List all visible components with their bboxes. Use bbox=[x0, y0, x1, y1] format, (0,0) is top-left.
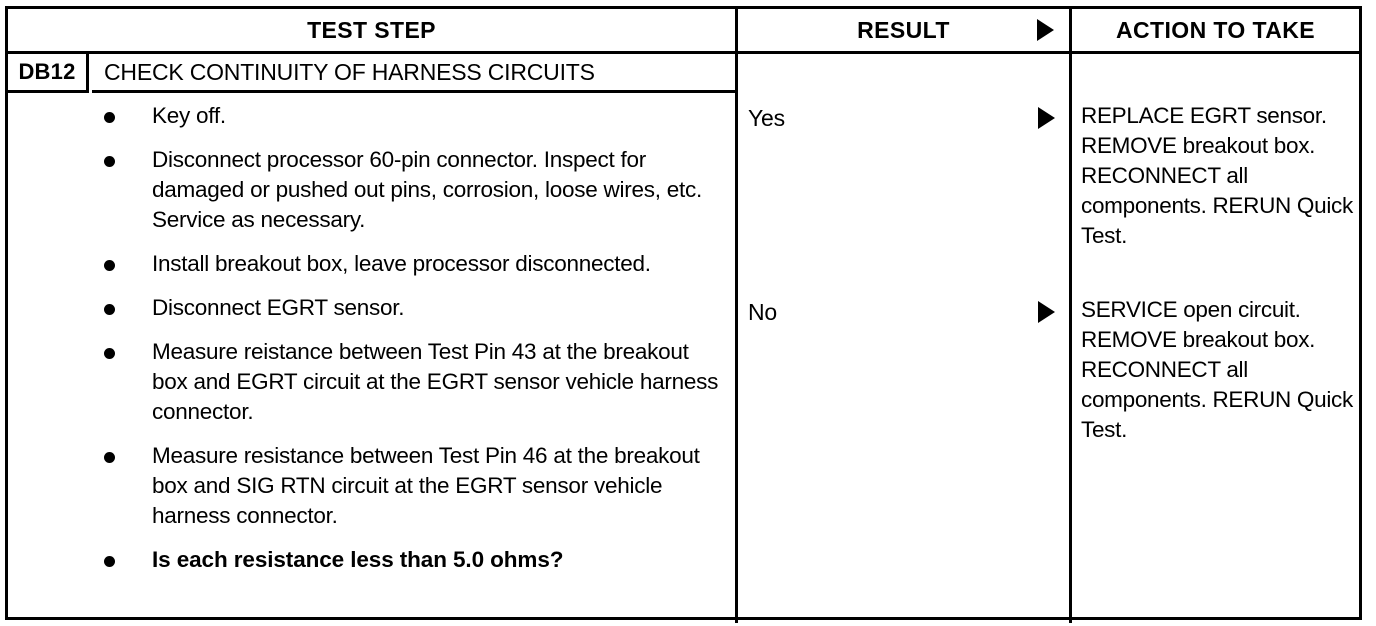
column-divider-result-action bbox=[1069, 9, 1072, 623]
header-rule bbox=[8, 51, 1359, 54]
table-header-row: TEST STEP RESULT ACTION TO TAKE bbox=[8, 9, 1359, 51]
step-title: CHECK CONTINUITY OF HARNESS CIRCUITS bbox=[92, 54, 735, 93]
list-item: Key off. bbox=[92, 101, 722, 131]
list-item-question: Is each resistance less than 5.0 ohms? bbox=[92, 545, 722, 575]
right-triangle-icon bbox=[1038, 301, 1055, 323]
list-item: Measure reistance between Test Pin 43 at… bbox=[92, 337, 722, 427]
list-item-text: Key off. bbox=[152, 103, 226, 128]
list-item-text: Measure resistance between Test Pin 46 a… bbox=[152, 443, 700, 528]
action-text-yes: REPLACE EGRT sensor. REMOVE breakout box… bbox=[1081, 103, 1353, 248]
filled-circle-bullet-icon bbox=[104, 556, 115, 567]
column-header-action-to-take: ACTION TO TAKE bbox=[1116, 16, 1315, 43]
filled-circle-bullet-icon bbox=[104, 260, 115, 271]
list-item-text: Measure reistance between Test Pin 43 at… bbox=[152, 339, 719, 424]
filled-circle-bullet-icon bbox=[104, 112, 115, 123]
column-header-test-step: TEST STEP bbox=[307, 16, 436, 43]
list-item-text: Disconnect processor 60-pin connector. I… bbox=[152, 147, 703, 232]
test-step-list: Key off. Disconnect processor 60-pin con… bbox=[92, 101, 722, 589]
filled-circle-bullet-icon bbox=[104, 348, 115, 359]
list-item: Disconnect processor 60-pin connector. I… bbox=[92, 145, 722, 235]
filled-circle-bullet-icon bbox=[104, 452, 115, 463]
right-triangle-icon bbox=[1038, 107, 1055, 129]
pinpoint-test-table: TEST STEP RESULT ACTION TO TAKE DB12 CHE… bbox=[5, 6, 1362, 623]
list-item-text: Install breakout box, leave processor di… bbox=[152, 251, 651, 276]
list-item: Disconnect EGRT sensor. bbox=[92, 293, 722, 323]
result-label: No bbox=[748, 299, 778, 325]
column-header-result: RESULT bbox=[857, 16, 950, 43]
list-item: Install breakout box, leave processor di… bbox=[92, 249, 722, 279]
right-triangle-icon bbox=[1037, 19, 1054, 41]
list-item-text: Is each resistance less than 5.0 ohms? bbox=[152, 547, 564, 572]
filled-circle-bullet-icon bbox=[104, 156, 115, 167]
filled-circle-bullet-icon bbox=[104, 304, 115, 315]
action-text-no: SERVICE open circuit. REMOVE breakout bo… bbox=[1081, 297, 1353, 442]
result-label: Yes bbox=[748, 105, 785, 131]
result-branch-no: No bbox=[748, 297, 1069, 327]
step-id-badge: DB12 bbox=[8, 54, 89, 93]
list-item-text: Disconnect EGRT sensor. bbox=[152, 295, 405, 320]
result-branch-yes: Yes bbox=[748, 103, 1069, 133]
list-item: Measure resistance between Test Pin 46 a… bbox=[92, 441, 722, 531]
column-divider-test-result bbox=[735, 9, 738, 623]
